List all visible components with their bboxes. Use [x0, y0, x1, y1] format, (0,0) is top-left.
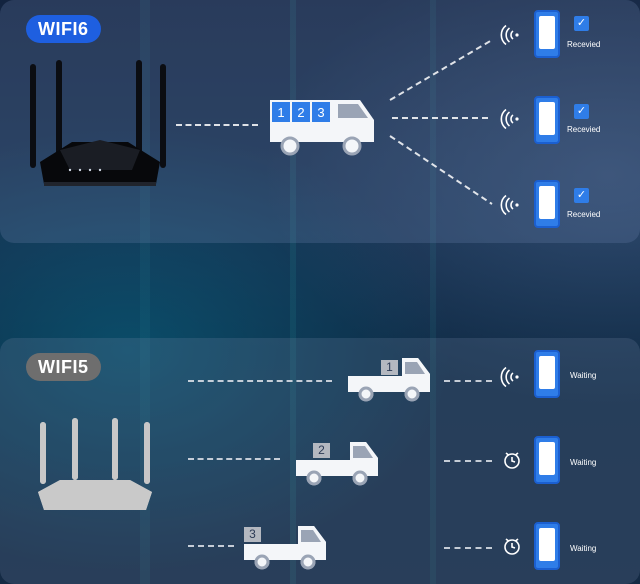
phone-wifi5-1 [534, 350, 560, 398]
wifi5-status-1: Waiting [570, 371, 597, 380]
wifi5-router-fg [38, 418, 152, 510]
wifi6-status-2: Recevied [567, 125, 601, 134]
wifi5-link-line-3b [444, 547, 492, 549]
wifi6-status-1: Recevied [567, 40, 601, 49]
wifi5-link-line-1b [444, 380, 492, 382]
wifi5-truck-1-fg [348, 358, 430, 402]
wifi5-link-line-3a [188, 545, 234, 547]
phone-wifi6-2 [534, 96, 560, 144]
phone-wifi6-1 [534, 10, 560, 58]
check-icon: ✓ [574, 16, 589, 31]
check-icon: ✓ [574, 188, 589, 203]
wifi5-link-line-1a [188, 380, 332, 382]
clock-icon [504, 452, 520, 469]
wifi6-box-2: 2 [297, 105, 305, 120]
wifi5-box-3: 3 [249, 527, 256, 541]
phone-wifi5-2 [534, 436, 560, 484]
wifi6-status-3: Recevied [567, 210, 601, 219]
check-icon: ✓ [574, 104, 589, 119]
wifi-icon [500, 194, 519, 216]
phone-wifi6-3 [534, 180, 560, 228]
wifi5-truck-3-fg [244, 526, 326, 570]
wifi5-truck-2-fg [296, 442, 378, 486]
wifi-icon [500, 24, 519, 46]
wifi6-box-1: 1 [277, 105, 285, 120]
wifi5-link-line-2b [444, 460, 492, 462]
wifi5-status-3: Waiting [570, 544, 597, 553]
wifi5-status-2: Waiting [570, 458, 597, 467]
wifi5-link-line-2a [188, 458, 280, 460]
wifi6-box-3: 3 [317, 105, 325, 120]
clock-icon [504, 538, 520, 555]
wifi5-badge: WIFI5 [26, 353, 101, 381]
wifi6-link-line [176, 124, 258, 126]
wifi-icon [500, 366, 519, 388]
wifi5-box-2: 2 [318, 443, 325, 457]
phone-wifi5-3 [534, 522, 560, 570]
wifi5-box-1: 1 [386, 360, 393, 374]
wifi6-router [30, 60, 166, 186]
wifi-icon [500, 108, 519, 130]
wifi6-badge: WIFI6 [26, 15, 101, 43]
wifi6-truck [270, 100, 374, 156]
